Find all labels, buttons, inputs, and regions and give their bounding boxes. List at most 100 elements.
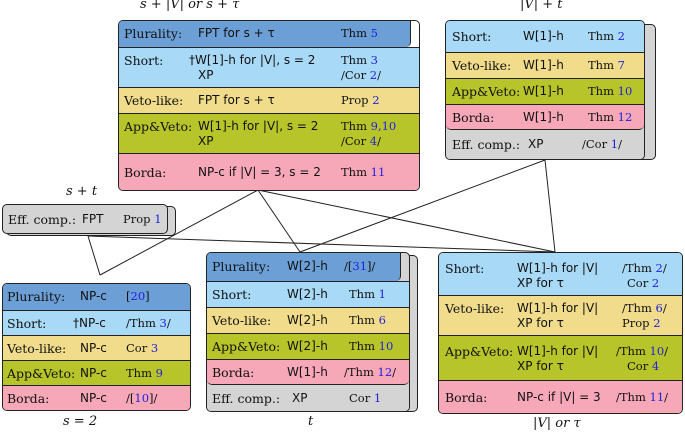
row-label: Borda:: [445, 390, 488, 405]
row-reference: Thm 12: [588, 110, 633, 124]
row-borda: Borda: NP-c if |V| = 3 /Thm 11/: [439, 380, 682, 413]
row-label: Borda:: [7, 391, 50, 406]
row-reference-secondary: Cor 2: [627, 276, 660, 290]
row-label: Borda:: [212, 365, 255, 380]
row-result: XP: [292, 391, 308, 405]
row-label: Short:: [124, 53, 164, 68]
row-reference: Thm 9: [126, 366, 163, 380]
caption-v-plus-t: |V| + t: [520, 0, 563, 12]
edge-midleft-bottomleft: [87, 235, 101, 276]
box-s-equals-2: Plurality: NP-c [20] Short: †NP-c /Thm 3…: [2, 283, 191, 411]
row-result: W[2]-h: [287, 259, 328, 273]
row-result: FPT: [82, 212, 104, 226]
row-label: Borda:: [452, 110, 495, 125]
row-app-and-veto: App&Veto: W[1]-h Thm 10: [446, 78, 644, 104]
row-reference: Thm 2: [588, 29, 625, 43]
row-label: Plurality:: [212, 259, 271, 274]
row-short: Short: W[2]-h Thm 1: [207, 281, 409, 307]
row-result: W[1]-h: [523, 58, 564, 72]
row-result: W[2]-h: [287, 339, 328, 353]
row-label: Veto-like:: [212, 313, 272, 328]
row-reference: Thm 5: [341, 26, 378, 40]
row-plurality: Plurality: NP-c [20]: [3, 284, 190, 310]
row-short: Short: †NP-c /Thm 3/: [3, 310, 190, 335]
row-result-secondary: XP for τ: [517, 316, 564, 330]
row-label: Plurality:: [124, 26, 183, 41]
row-short: Short: W[1]-h for |V| XP for τ /Thm 2/ C…: [439, 253, 682, 295]
row-app-and-veto: App&Veto: W[1]-h for |V| XP for τ /Thm 1…: [439, 335, 682, 380]
row-efficient-computation: Eff. comp.: XP Cor 1: [207, 385, 409, 411]
row-reference: Prop 1: [123, 212, 162, 226]
row-label: Borda:: [124, 165, 167, 180]
box-s-plus-v-or-tau: Plurality: FPT for s + τ Thm 5 Short: †W…: [118, 20, 420, 191]
row-borda: Borda: NP-c if |V| = 3, s = 2 Thm 11: [119, 153, 419, 190]
caption-s-plus-t: s + t: [66, 184, 98, 199]
row-reference: /Thm 12/: [344, 365, 397, 379]
row-result: W[1]-h: [287, 365, 328, 379]
row-reference: /Thm 3/: [126, 316, 171, 330]
row-result: W[1]-h: [523, 29, 564, 43]
row-result: W[1]-h for |V|: [517, 261, 599, 275]
row-reference: /[10]/: [126, 391, 158, 405]
row-result: W[1]-h for |V|, s = 2: [198, 119, 319, 133]
row-result-secondary: XP: [198, 134, 214, 148]
row-reference: Thm 6: [349, 313, 386, 327]
box-v-or-tau: Short: W[1]-h for |V| XP for τ /Thm 2/ C…: [438, 252, 683, 414]
caption-s-equals-2: s = 2: [63, 414, 98, 429]
row-result: NP-c: [80, 289, 107, 303]
box-s-plus-t: Eff. comp.: FPT Prop 1: [2, 204, 168, 234]
row-borda: Borda: W[1]-h /Thm 12/: [207, 359, 409, 385]
row-result: NP-c if |V| = 3, s = 2: [198, 165, 321, 179]
row-result-secondary: XP for τ: [517, 276, 564, 290]
row-reference: Cor 3: [126, 341, 159, 355]
row-plurality: Plurality: W[2]-h /[31]/: [207, 253, 401, 281]
row-result: W[1]-h: [523, 110, 564, 124]
row-reference: Thm 11: [341, 165, 386, 179]
row-label: Plurality:: [7, 289, 66, 304]
row-label: Short:: [212, 287, 252, 302]
row-result: W[1]-h for |V|: [517, 301, 599, 315]
caption-t: t: [308, 414, 314, 429]
row-label: App&Veto:: [124, 119, 193, 134]
row-result: W[1]-h: [523, 84, 564, 98]
row-label: Veto-like:: [445, 301, 505, 316]
row-reference: Thm 7: [588, 58, 625, 72]
row-reference: /Thm 11/: [616, 390, 669, 404]
row-app-and-veto: App&Veto: W[1]-h for |V|, s = 2 XP Thm 9…: [119, 113, 419, 153]
row-result: FPT for s + τ: [198, 26, 275, 40]
row-veto-like: Veto-like: FPT for s + τ Prop 2: [119, 87, 419, 113]
row-label: Short:: [452, 29, 492, 44]
row-result: NP-c if |V| = 3: [517, 390, 601, 404]
edge-topright-bottommid: [299, 159, 546, 253]
row-reference: /Thm 2/: [622, 261, 667, 275]
row-reference: /Thm 10/: [616, 344, 669, 358]
edge-topcenter-bottommid: [257, 189, 301, 253]
row-reference: Thm 10: [349, 339, 394, 353]
edge-midleft-bottomright: [87, 235, 556, 253]
row-label: Short:: [445, 261, 485, 276]
row-label: Short:: [7, 316, 47, 331]
row-reference: Cor 1: [349, 391, 382, 405]
row-reference: /[31]/: [344, 259, 376, 273]
row-reference: Thm 1: [349, 287, 386, 301]
row-label: App&Veto:: [452, 84, 521, 99]
caption-v-or-tau: |V| or τ: [533, 416, 581, 431]
box-v-plus-t: Short: W[1]-h Thm 2 Veto-like: W[1]-h Th…: [445, 20, 645, 160]
row-plurality: Plurality: FPT for s + τ Thm 5: [119, 21, 411, 47]
row-label: Veto-like:: [124, 93, 184, 108]
row-label: App&Veto:: [445, 344, 514, 359]
row-label: Eff. comp.:: [212, 391, 281, 406]
row-reference-secondary: /Cor 2/: [341, 68, 381, 82]
row-label: Eff. comp.:: [452, 137, 521, 152]
row-result: XP: [528, 137, 544, 151]
row-result: †NP-c: [73, 316, 106, 330]
row-app-and-veto: App&Veto: W[2]-h Thm 10: [207, 333, 409, 359]
row-reference-secondary: Prop 2: [622, 316, 661, 330]
caption-s-plus-v-or-tau: s + |V| or s + τ: [140, 0, 240, 12]
row-result-secondary: XP: [198, 68, 214, 82]
row-result: NP-c: [80, 341, 107, 355]
edge-topcenter-bottomleft: [99, 189, 259, 276]
row-label: App&Veto:: [212, 339, 281, 354]
row-result: W[2]-h: [287, 313, 328, 327]
